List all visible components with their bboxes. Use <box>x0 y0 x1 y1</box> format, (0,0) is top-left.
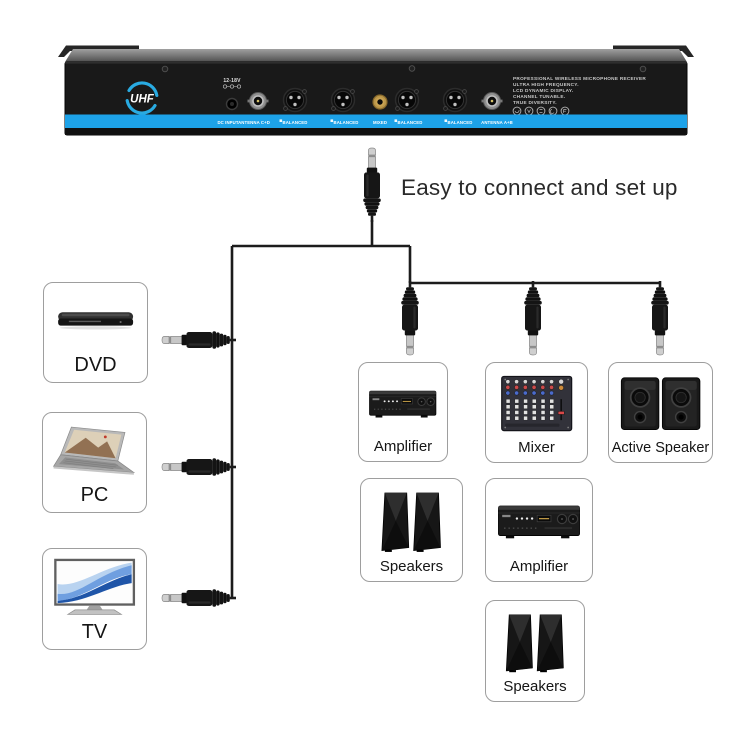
dc-input-jack-icon: 12-18V <box>223 78 242 111</box>
xlr-balanced-port-4-icon <box>442 87 468 113</box>
card-speakers-2: Speakers <box>485 600 585 702</box>
card-dvd: DVD <box>43 282 148 383</box>
xlr-balanced-port-3-icon <box>394 87 420 113</box>
spec-line-4: CHANNEL TUNABLE. <box>513 94 565 99</box>
device-label: Speakers <box>503 678 567 695</box>
port-label-balanced-3: BALANCED <box>398 120 423 125</box>
spec-line-3: LCD DYNAMIC DISPLAY. <box>513 88 573 93</box>
uhf-logo: UHF <box>125 81 159 115</box>
spec-line-1: PROFESSIONAL WIRELESS MICROPHONE RECEIVE… <box>513 76 646 81</box>
active-speaker-icon <box>612 368 709 441</box>
port-label-balanced-1: BALANCED <box>283 120 308 125</box>
port-label-mixed: MIXED <box>373 120 387 125</box>
mixer-icon <box>489 368 584 440</box>
device-label: Amplifier <box>373 438 433 455</box>
headline: Easy to connect and set up <box>401 175 678 200</box>
tower-speakers-icon <box>489 606 581 679</box>
balanced-bullet-icon <box>444 119 448 122</box>
cable-run <box>230 220 660 598</box>
rack-ear-left-icon <box>58 45 139 57</box>
port-label-antenna-ab: ANTENNA A+B <box>481 120 513 125</box>
port-label-balanced-2: BALANCED <box>334 120 359 125</box>
rack-ear-right-icon <box>613 45 694 57</box>
card-active-speaker: Active Speaker <box>608 362 713 463</box>
card-amplifier-2: Amplifier <box>485 478 593 582</box>
port-label-stripe <box>65 114 687 128</box>
plug-active-speaker-icon <box>650 280 670 356</box>
port-label-balanced-4: BALANCED <box>448 120 473 125</box>
balanced-bullet-icon <box>394 119 398 122</box>
panel-screw-icon <box>161 65 647 73</box>
mixed-trs-jack-icon <box>372 94 388 110</box>
balanced-bullet-icon <box>330 119 334 122</box>
device-label: TV <box>81 621 108 643</box>
card-amplifier-1: Amplifier <box>358 362 448 462</box>
port-label-antenna-cd: ANTENNA C+D <box>238 120 270 125</box>
amplifier-icon <box>362 368 444 439</box>
device-label: PC <box>80 484 109 506</box>
plug-mixer-icon <box>523 280 543 356</box>
card-pc: PC <box>42 412 147 513</box>
power-voltage-label: 12-18V <box>223 78 241 84</box>
xlr-balanced-port-2-icon <box>330 87 356 113</box>
panel-spec-text: PROFESSIONAL WIRELESS MICROPHONE RECEIVE… <box>513 76 646 105</box>
bnc-antenna-ab-icon <box>481 92 503 110</box>
port-labels: DC INPUT ANTENNA C+D BALANCED BALANCED M… <box>217 120 512 125</box>
connection-diagram <box>161 147 670 608</box>
tv-icon <box>46 554 143 622</box>
plug-dvd-icon <box>161 330 237 350</box>
card-speakers-1: Speakers <box>360 478 463 582</box>
tower-speakers-icon <box>364 484 459 559</box>
plug-pc-icon <box>161 457 237 477</box>
spec-line-2: ULTRA HIGH FREQUENCY. <box>513 82 579 87</box>
card-mixer: Mixer <box>485 362 588 463</box>
bnc-antenna-cd-icon <box>247 92 269 110</box>
amplifier-icon <box>489 484 589 559</box>
spec-line-5: TRUE DIVERSITY. <box>513 100 557 105</box>
port-label-dc-input: DC INPUT <box>217 120 238 125</box>
xlr-balanced-port-1-icon <box>282 87 308 113</box>
device-label: Mixer <box>518 439 555 456</box>
card-tv: TV <box>42 548 147 650</box>
balanced-bullet-icon <box>279 119 283 122</box>
receiver-rear-panel: UHF 12-18V <box>55 44 697 140</box>
plug-amplifier-icon <box>400 280 420 356</box>
rack-top-face <box>65 49 687 62</box>
plug-tv-icon <box>161 588 237 608</box>
device-label: Active Speaker <box>611 439 710 456</box>
laptop-icon <box>46 418 143 485</box>
uhf-logo-text: UHF <box>130 94 155 106</box>
plug-receiver-icon <box>362 147 382 223</box>
device-label: DVD <box>74 354 117 376</box>
device-label: Speakers <box>379 558 444 575</box>
device-label: Amplifier <box>509 558 569 575</box>
dvd-player-icon <box>47 288 144 355</box>
